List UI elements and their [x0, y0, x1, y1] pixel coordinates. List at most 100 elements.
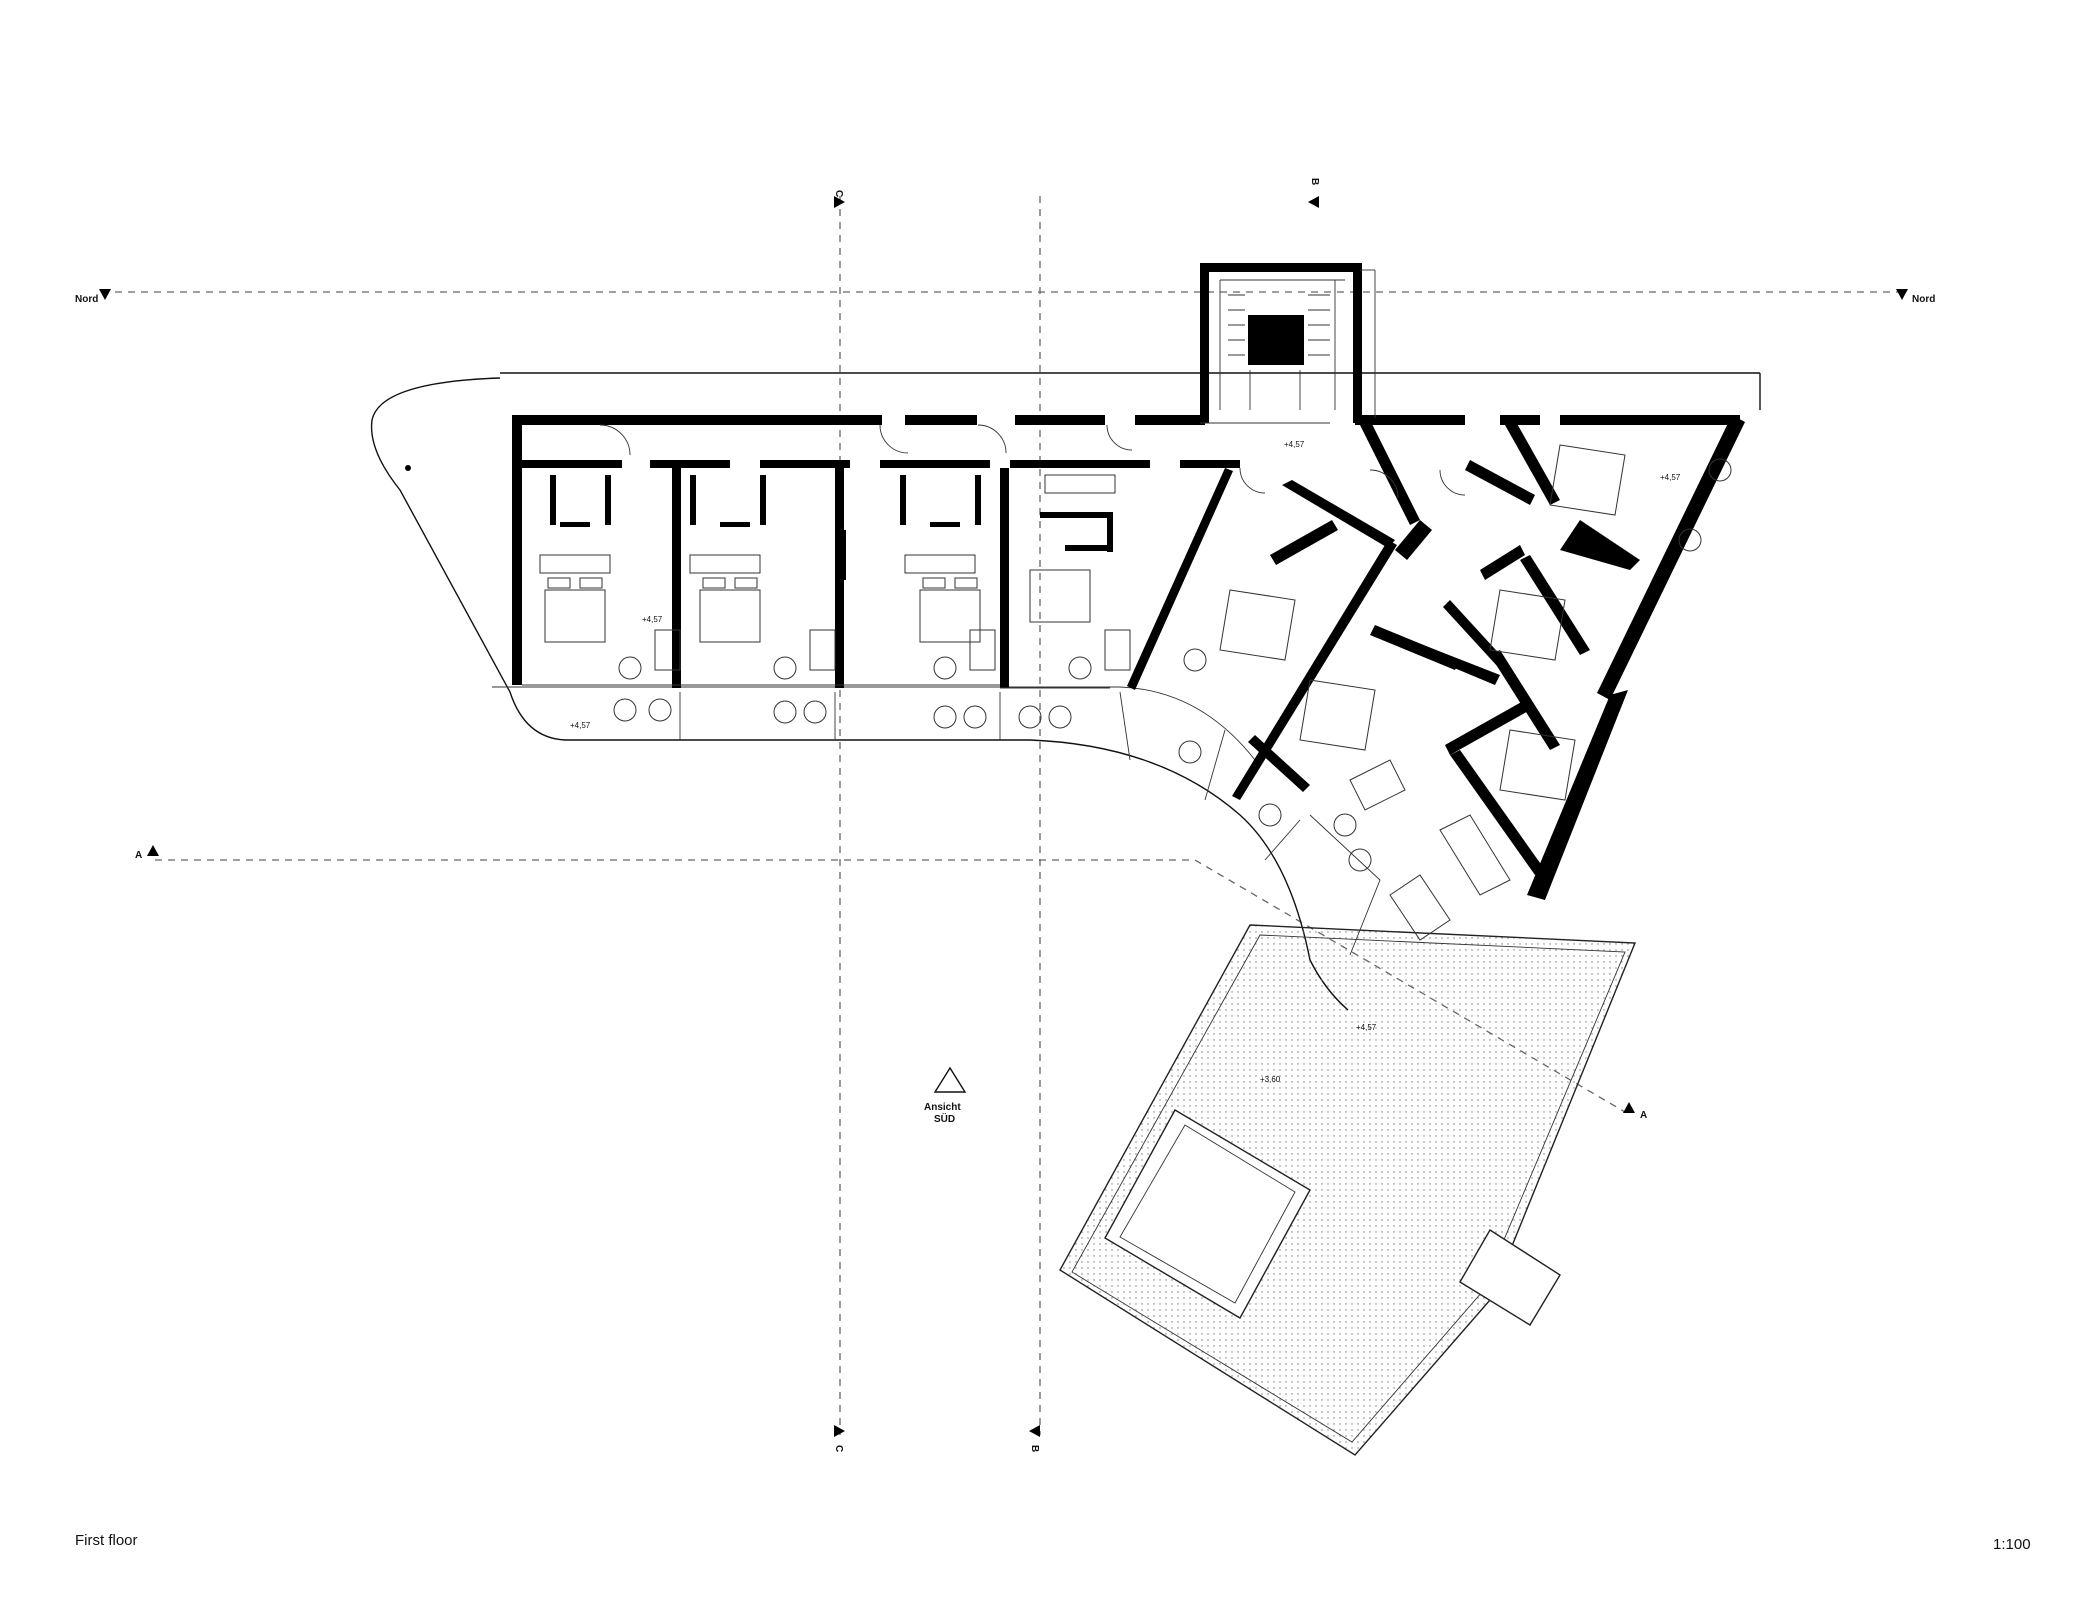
bed-room-4: [1029, 569, 1091, 623]
diag-wall-5: [1597, 415, 1745, 700]
nord-marker-right-label: Nord: [1912, 294, 1935, 305]
bath4-wall-c: [1065, 545, 1110, 551]
bed-room-5: [1219, 589, 1296, 661]
corridor-wall-2: [650, 460, 730, 468]
diag-wall-12: [1520, 555, 1590, 655]
bath1-wall-b: [605, 475, 611, 525]
nord-marker-right-arrow: [1896, 289, 1908, 300]
terrace-inner-edge: [1071, 934, 1626, 1443]
north-wall-3: [1015, 415, 1105, 425]
bath4-wall-a: [1040, 512, 1110, 518]
pool-inner: [1119, 1124, 1296, 1304]
corridor-wall-3: [760, 460, 850, 468]
drawing-scale: 1:100: [1993, 1536, 2031, 1553]
bath3-wall-b: [975, 475, 981, 525]
c-marker-top-arrow: [834, 196, 845, 208]
bath4-wall-b: [1107, 512, 1113, 552]
stair-core-wall-left: [1200, 263, 1209, 423]
a-marker-left-arrow: [147, 845, 159, 856]
closet-thin: [838, 530, 846, 580]
north-wall-7: [1560, 415, 1740, 425]
sofa: [1349, 759, 1406, 811]
c-marker-bottom-label: C: [833, 1445, 844, 1452]
corridor-wall-6: [1180, 460, 1240, 468]
nord-marker-left-label: Nord: [75, 294, 98, 305]
diag-wall-6: [1270, 520, 1338, 565]
walls: [512, 263, 1745, 900]
bed-room-1: [544, 589, 606, 643]
bed-room-7: [1489, 589, 1566, 661]
bath3-wall-a: [900, 475, 906, 525]
section-lines: [115, 196, 1905, 1435]
jetty: [1459, 1229, 1561, 1326]
b-marker-top-arrow: [1308, 196, 1319, 208]
bed-room-3: [919, 589, 981, 643]
terrace-paving: [1059, 924, 1637, 1456]
level-corridor: +4,57: [1284, 440, 1305, 449]
level-terrace-upper: +4,57: [1356, 1023, 1377, 1032]
c-marker-bottom-arrow: [834, 1425, 845, 1437]
elevator-wall: [1248, 315, 1304, 365]
diag-wall-2: [1282, 480, 1395, 548]
stair-core-wall-top: [1200, 263, 1362, 272]
drawing-title: First floor: [75, 1532, 138, 1549]
a-marker-right-label: A: [1640, 1110, 1647, 1121]
pool-outer: [1104, 1109, 1311, 1319]
diag-wall-16: [1490, 650, 1560, 750]
bath2-wall-a: [690, 475, 696, 525]
b-marker-top-label: B: [1309, 178, 1320, 185]
bath1-wall-a: [550, 475, 556, 525]
b-marker-bottom-label: B: [1029, 1445, 1040, 1452]
level-balcony: +4,57: [570, 721, 591, 730]
diag-wall-15: [1445, 700, 1530, 755]
bath2-wall-c: [720, 522, 750, 527]
level-room-1: +4,57: [642, 615, 663, 624]
diag-wall-8: [1465, 460, 1535, 505]
bed-room-8: [1549, 444, 1626, 516]
diag-wall-3: [1232, 540, 1397, 800]
partition-1: [672, 468, 681, 688]
a-marker-left-label: A: [135, 850, 142, 861]
section-line-a: [155, 859, 1626, 1113]
stair-core-wall-right: [1353, 263, 1362, 423]
corridor-wall-5: [1010, 460, 1150, 468]
balcony-edge: [370, 377, 1349, 1011]
diag-wall-10: [1480, 545, 1525, 580]
west-wall: [512, 415, 522, 685]
corridor-wall-4: [880, 460, 990, 468]
pool-terrace: [1059, 924, 1637, 1456]
thin-lines: [522, 269, 1466, 689]
north-wall-5: [1355, 415, 1465, 425]
diag-wall-19: [1450, 750, 1545, 875]
bath2-wall-b: [760, 475, 766, 525]
section-markers: Nord Nord C C B B A A: [75, 178, 1935, 1452]
diag-wall-18: [1527, 690, 1628, 900]
bath3-wall-c: [930, 522, 960, 527]
ansicht-marker: Ansicht SÜD: [924, 1066, 967, 1125]
ansicht-label-line2: SÜD: [934, 1112, 955, 1125]
balcony-segments: [679, 691, 1381, 956]
b-marker-bottom-arrow: [1029, 1425, 1040, 1437]
bed-room-9: [1499, 729, 1576, 801]
corridor-wall-1: [522, 460, 622, 468]
bed-room-2: [699, 589, 761, 643]
north-wall-2: [905, 415, 977, 425]
nord-marker-left-arrow: [99, 289, 111, 300]
diag-wall-4: [1360, 420, 1420, 525]
north-wall-6: [1500, 415, 1540, 425]
diag-wall-1: [1127, 468, 1233, 690]
terrace-outline: [370, 372, 1761, 1011]
dining-table: [1389, 874, 1451, 941]
level-suite: +4,57: [1660, 473, 1681, 482]
partition-3: [1000, 468, 1009, 688]
diag-wall-9: [1505, 420, 1560, 505]
c-marker-top-label: C: [833, 190, 844, 197]
north-wall-4: [1135, 415, 1205, 425]
a-marker-right-arrow: [1623, 1102, 1635, 1113]
diag-wall-11: [1560, 520, 1640, 570]
ansicht-triangle: [933, 1066, 967, 1093]
bath1-wall-c: [560, 522, 590, 527]
balcony-inner-edge: [492, 686, 1256, 761]
ansicht-label-line1: Ansicht: [924, 1102, 961, 1113]
north-wall-1: [512, 415, 882, 425]
